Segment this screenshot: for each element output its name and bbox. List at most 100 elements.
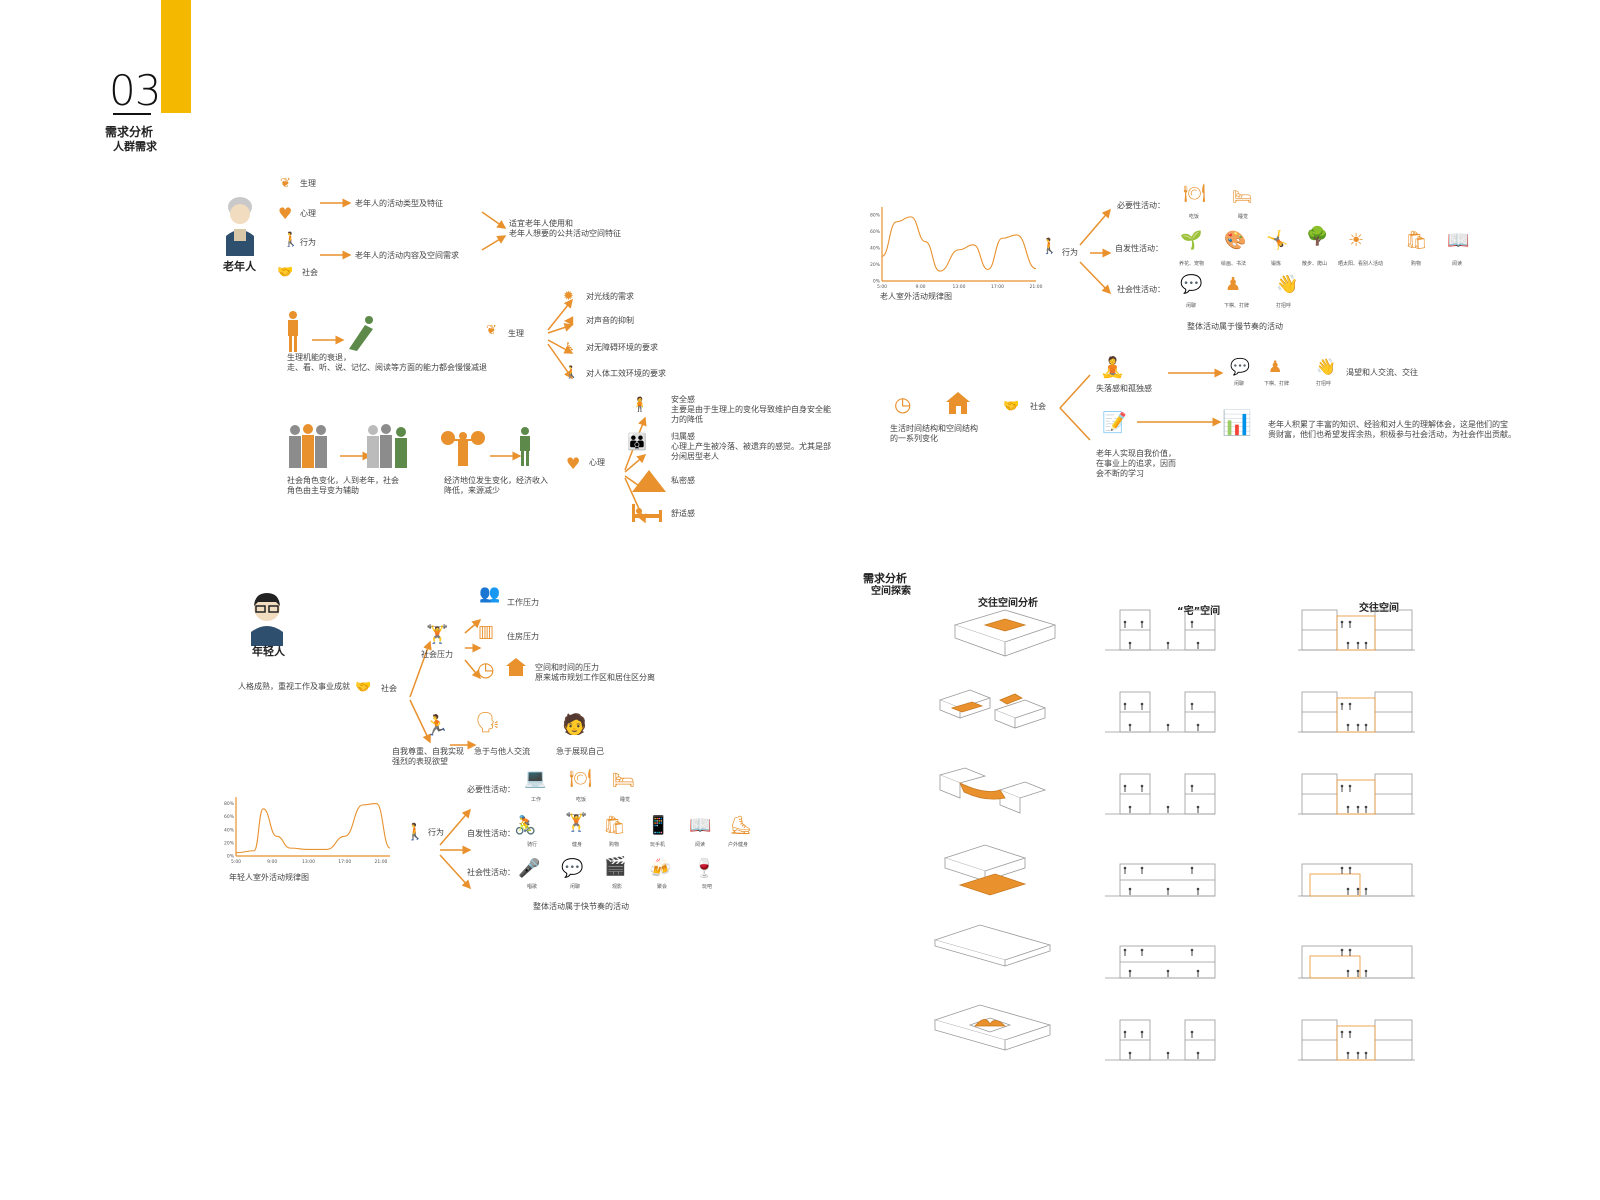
gardening-icon: 🌱 [1180,230,1203,251]
elderly-spontaneous-item: 锻炼 [1271,261,1282,267]
loss-item: 闲聊 [1234,381,1245,387]
loss-item: 打招呼 [1316,381,1332,387]
person-figure [1346,805,1350,813]
physio-need-4: 对人体工效环境的要求 [586,369,666,378]
exchange-label: 急于与他人交流 [474,747,530,756]
header-accent-bar [161,0,191,113]
person-figure [1123,866,1127,874]
section-social [1298,609,1415,651]
singing-icon: 🎤 [518,858,541,879]
y-tick-label: 20% [870,262,881,268]
exercise-icon: 🤸 [1266,230,1289,251]
weightlift-icon: 🏋 [426,624,449,645]
youth-spontaneous-item: 健身 [572,842,583,848]
elderly-social-item: 打招呼 [1276,303,1292,309]
young-person-avatar [243,590,291,646]
person-figure [1346,1051,1350,1059]
youth-spontaneous-item: 玩手机 [650,842,666,848]
y-tick-label: 0% [873,279,881,285]
person-figure [1340,702,1344,710]
elderly-row1: 老年人的活动类型及特征 [355,199,443,208]
section-social [1298,945,1415,979]
youth-necessary-label: 必要性活动： [467,785,515,794]
clock-icon: ◷ [477,657,495,681]
person-figure [1348,784,1352,792]
section-social [1298,863,1415,897]
gym-icon: 🏋 [565,812,588,833]
person-figure [1356,887,1360,895]
person-walk-icon: 🚶 [1040,237,1059,255]
reading-icon: 📖 [689,815,712,836]
person-figure [1128,641,1132,649]
wheelchair-icon: ♿ [564,340,575,354]
youth-spontaneous-item: 购物 [609,842,620,848]
person-figure [1123,784,1127,792]
person-figure [1190,948,1194,956]
thinking-person-icon: 🧘 [1100,355,1125,379]
psych-title-1: 安全感 [671,395,695,404]
person-figure [1128,805,1132,813]
team-icon: 👥 [479,584,501,604]
elderly-social-label: 社会性活动： [1117,285,1165,294]
elderly-summary: 整体活动属于慢节奏的活动 [1187,322,1283,331]
axo-ring [953,609,1057,657]
person-figure [1348,948,1352,956]
person-figure [1190,866,1194,874]
chatting-icon: 💬 [1180,274,1203,295]
heart-pulse-icon: ♥ [566,454,581,473]
axo-bridge [938,767,1047,814]
person-figure [1196,887,1200,895]
handshake-icon: 🤝 [1003,399,1020,414]
shopping-icon: 🛍 [603,815,626,836]
section-private [1105,1019,1216,1061]
dining-icon: 🍽 [1183,183,1206,204]
x-tick-label: 17:00 [991,284,1004,290]
value-line-1: 老年人实现自我价值， [1096,449,1176,458]
clock-icon: ◷ [894,392,912,416]
youth-social-label: 社会 [381,684,397,693]
person-figure [1190,784,1194,792]
movie-icon: 🎬 [604,856,627,877]
talking-people-icon: 🗣 [475,710,501,734]
phone-icon: 📱 [647,815,670,836]
youth-spontaneous-label: 自发性活动： [467,829,515,838]
walking-tree-icon: 🌳 [1306,226,1329,247]
y-tick-label: 60% [224,814,235,820]
space-subtitle: 空间探索 [871,586,911,597]
col-header-2: “宅”空间 [1177,606,1221,617]
bed-icon [632,504,662,522]
elderly-chart-caption: 老人室外活动规律图 [880,292,952,301]
econ-caption-1: 经济地位发生变化，经济收入 [444,476,548,485]
youth-necessary-item: 睡觉 [620,797,631,803]
person-figure [1364,887,1368,895]
section-social [1298,773,1415,815]
value-line-2: 在事业上的追求，因而 [1096,459,1176,468]
elderly-row2: 老年人的活动内容及空间需求 [355,251,459,260]
person-figure [1348,1030,1352,1038]
x-tick-label: 21:00 [1030,284,1043,290]
elderly-behavior-label: 行为 [1062,248,1078,257]
chatting-icon: 💬 [561,858,584,879]
axo-stack [943,844,1027,896]
sun-icon: ✹ [563,289,574,304]
value-line-3: 会不断的学习 [1096,469,1144,478]
person-figure [1166,1051,1170,1059]
office-work-icon: 💻 [524,768,547,789]
presenting-icon: 🧑 [562,712,587,736]
elderly-spontaneous-item: 晒太阳、看别人活动 [1338,261,1384,267]
greeting-icon: 👋 [1276,274,1299,295]
x-tick-label: 9:00 [915,284,925,290]
person-figure [1140,784,1144,792]
skating-icon: ⛸ [729,815,752,836]
space-pressure-2: 原来城市规划工作区和居住区分离 [535,673,655,682]
psych-desc-1: 主要是由于生理上的变化导致维护自身安全能力的降低 [671,405,831,424]
person-figure [1140,620,1144,628]
elderly-label: 老年人 [223,260,256,273]
elderly-spontaneous-item: 散步、爬山 [1302,261,1328,267]
house-icon [946,392,970,414]
x-tick-label: 13:00 [953,284,966,290]
painting-icon: 🎨 [1224,230,1247,251]
lungs-icon: ❦ [280,176,291,191]
person-figure [1196,969,1200,977]
